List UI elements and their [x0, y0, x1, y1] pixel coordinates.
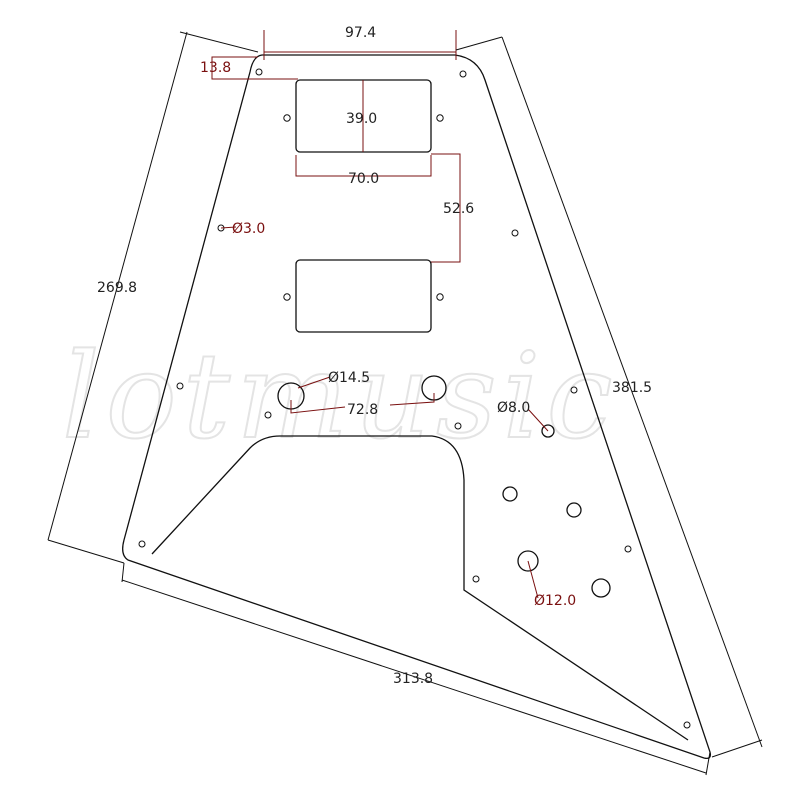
dim-top-width: 97.4 [345, 25, 376, 41]
dim-knob-hole-large: Ø14.5 [328, 370, 370, 386]
dimension-lines [211, 30, 549, 599]
dim-left-edge: 269.8 [97, 280, 137, 296]
screw-holes [138, 68, 691, 729]
dim-right-edge: 381.5 [612, 380, 652, 396]
dim-pickup-width: 70.0 [348, 171, 379, 187]
dim-top-offset: 13.8 [200, 60, 231, 76]
pickup-mount-holes [283, 114, 444, 301]
bridge-pickup-cutout [295, 259, 432, 333]
dim-bottom-edge: 313.8 [393, 671, 433, 687]
dim-pickup-height: 39.0 [346, 111, 377, 127]
dim-pickup-spacing: 52.6 [443, 201, 474, 217]
watermark-text: lotmusic [62, 327, 618, 465]
dim-knob-spacing: 72.8 [347, 402, 378, 418]
dim-small-hole: Ø3.0 [232, 221, 265, 237]
overall-dimension-lines [47, 31, 763, 776]
pickguard-outline [122, 54, 712, 760]
dim-switch-hole: Ø12.0 [534, 593, 576, 609]
inner-cutout-outline [151, 435, 689, 741]
dim-jack-hole: Ø8.0 [497, 400, 530, 416]
